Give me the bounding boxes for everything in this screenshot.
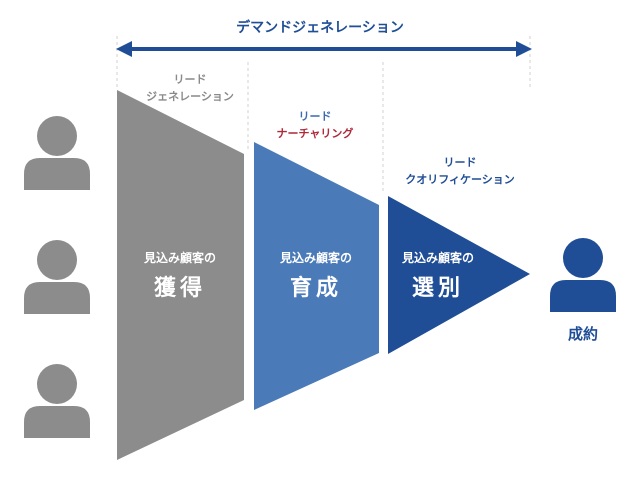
acquisition-title: 獲得 bbox=[153, 276, 206, 301]
qualification-title: 選別 bbox=[411, 276, 464, 301]
stage-label-line1: リード bbox=[298, 110, 332, 123]
page-title: デマンドジェネレーション bbox=[236, 20, 404, 36]
result-label: 成約 bbox=[567, 325, 598, 343]
stage-label-lead-generation: リード ジェネレーション bbox=[130, 71, 250, 105]
stage-label-lead-qualification: リード クオリフィケーション bbox=[390, 154, 530, 188]
person-icon bbox=[550, 238, 616, 312]
nurturing-title: 育成 bbox=[289, 276, 342, 301]
stage-label-line1: リード bbox=[443, 156, 477, 169]
acquisition-caption: 見込み顧客の bbox=[143, 251, 216, 265]
person-icon bbox=[24, 240, 90, 314]
acquisition-funnel-shape bbox=[117, 90, 244, 460]
qualification-funnel-shape bbox=[388, 196, 530, 354]
nurturing-funnel-shape bbox=[254, 142, 379, 410]
stage-label-line2: ジェネレーション bbox=[146, 90, 234, 103]
nurturing-caption: 見込み顧客の bbox=[279, 251, 352, 265]
stage-label-line2: クオリフィケーション bbox=[405, 173, 515, 186]
stage-label-line2: ナーチャリング bbox=[276, 127, 354, 140]
stage-label-lead-nurturing: リード ナーチャリング bbox=[255, 108, 375, 142]
person-icon bbox=[24, 364, 90, 438]
double-arrow-icon bbox=[116, 41, 532, 57]
qualification-caption: 見込み顧客の bbox=[401, 251, 474, 265]
stage-label-line1: リード bbox=[173, 73, 207, 86]
person-icon bbox=[24, 116, 90, 190]
